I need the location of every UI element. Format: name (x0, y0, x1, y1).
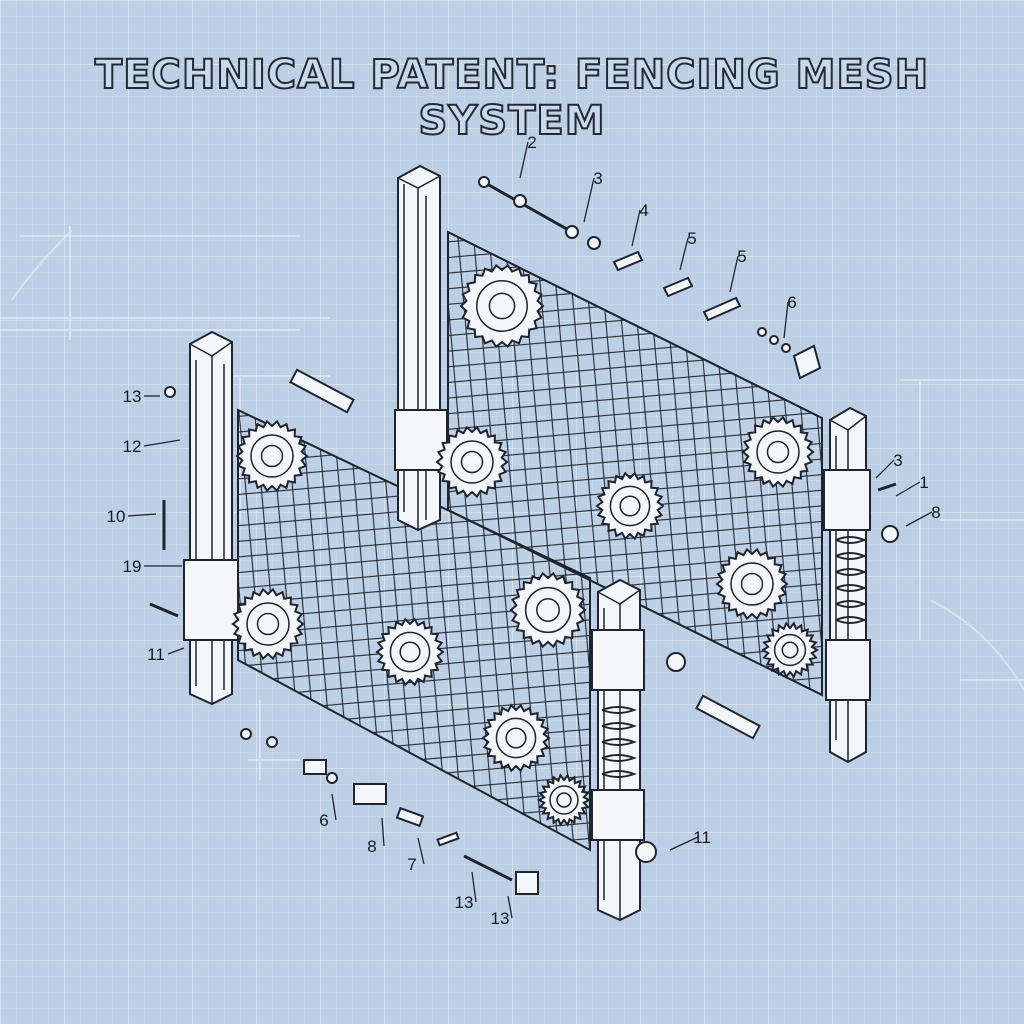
callout-leader-line (905, 511, 933, 527)
callout-number: 6 (319, 811, 328, 830)
callout-leader-line (507, 895, 513, 919)
gear-wheel-icon (715, 547, 789, 621)
callout-leader-line (631, 209, 641, 247)
gear-wheel-icon (509, 571, 587, 649)
gear-wheel-icon (481, 703, 551, 773)
callout-number: 12 (123, 437, 142, 456)
callout-number: 3 (893, 451, 902, 470)
callout-number: 11 (693, 828, 711, 847)
callout-number: 7 (407, 855, 416, 874)
callout-leader-line (381, 817, 385, 847)
callout-leader-line (783, 301, 789, 339)
callout-leader-line (143, 439, 181, 447)
callout-number: 10 (107, 507, 126, 526)
callout-leader-line (679, 237, 689, 271)
callout-leader-line (519, 141, 529, 179)
callout-leader-line (875, 459, 895, 479)
gear-wheel-icon (231, 587, 305, 661)
gear-wheel-icon (741, 415, 815, 489)
right-tension-spring (835, 536, 867, 624)
gear-wheel-icon (761, 621, 819, 679)
callout-leader-line (127, 513, 157, 517)
callout-number: 13 (123, 387, 142, 406)
rear-center-post (394, 164, 448, 532)
exploded-hardware (149, 176, 899, 895)
callout-number: 6 (787, 293, 796, 312)
callout-number: 13 (491, 909, 510, 928)
callout-leader-line (471, 871, 477, 903)
callout-number: 5 (737, 247, 746, 266)
callout-number: 8 (367, 837, 376, 856)
gear-wheel-icon (459, 263, 545, 349)
callout-number: 11 (147, 645, 165, 664)
callout-number: 5 (687, 229, 696, 248)
diagram-title: TECHNICAL PATENT: FENCING MESH SYSTEM (94, 51, 930, 145)
callout-leader-line (669, 836, 699, 851)
gear-wheel-icon (595, 471, 665, 541)
callout-number: 13 (455, 893, 474, 912)
front-center-post (591, 578, 645, 922)
callout-number: 3 (593, 169, 602, 188)
callout-leader-line (167, 647, 185, 655)
callout-number: 8 (931, 503, 940, 522)
callout-leader-line (895, 481, 921, 497)
tensioner-gears (231, 263, 819, 827)
callout-leader-line (729, 255, 739, 293)
left-post (183, 330, 239, 706)
callout-number: 19 (123, 557, 142, 576)
gear-wheel-icon (235, 419, 309, 493)
callout-leader-line (331, 793, 337, 821)
gear-wheel-icon (375, 617, 445, 687)
callout-leader-line (583, 177, 595, 223)
front-tension-spring (601, 706, 637, 778)
callout-leader-line (417, 837, 425, 865)
gear-wheel-icon (536, 773, 592, 827)
callout-number: 2 (527, 133, 536, 152)
callout-number: 4 (639, 201, 648, 220)
gear-wheel-icon (435, 425, 509, 499)
callout-number: 1 (919, 473, 928, 492)
